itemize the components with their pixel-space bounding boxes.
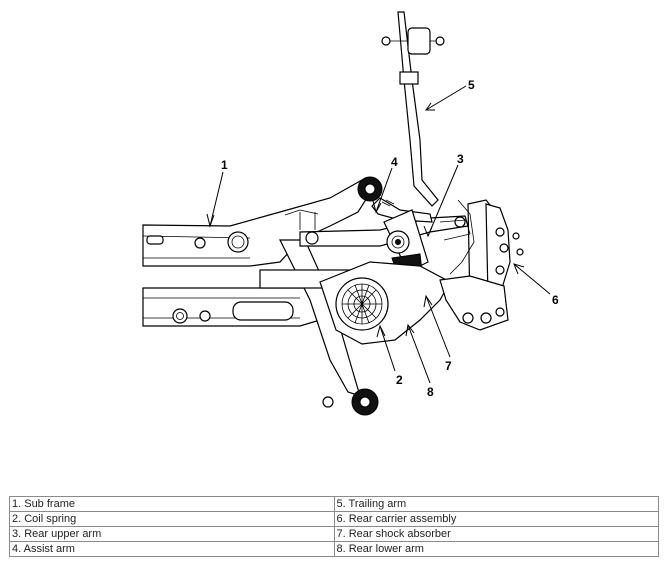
callout-8: 8 [427,385,434,399]
upper-mount-bushing [357,176,383,202]
coil-spring [335,277,389,331]
assist-arm [371,197,433,223]
legend-row: 3. Rear upper arm 7. Rear shock absorber [9,526,659,542]
legend-item-coil-spring: 2. Coil spring [9,511,335,527]
legend-item-sub-frame: 1. Sub frame [9,496,335,512]
trailing-arm [381,11,445,207]
legend-item-rear-carrier-assembly: 6. Rear carrier assembly [333,511,659,527]
legend-item-rear-upper-arm: 3. Rear upper arm [9,526,335,542]
legend-row: 2. Coil spring 6. Rear carrier assembly [9,511,659,527]
callout-6: 6 [552,293,559,307]
sub-frame [142,179,373,408]
rear-suspension-diagram: 1 2 3 4 5 6 7 8 [142,11,559,416]
lower-mount-bushing [351,388,379,416]
leader-lines [206,85,551,384]
legend-row: 1. Sub frame 5. Trailing arm [9,496,659,512]
parts-legend-table: 1. Sub frame 5. Trailing arm 2. Coil spr… [9,496,659,557]
callout-2: 2 [396,373,403,387]
legend-item-rear-shock-absorber: 7. Rear shock absorber [333,526,659,542]
callout-7: 7 [445,359,452,373]
callout-1: 1 [221,158,228,172]
callout-4: 4 [391,155,398,169]
callout-3: 3 [457,152,464,166]
legend-row: 4. Assist arm 8. Rear lower arm [9,541,659,557]
rear-carrier-assembly [439,199,524,331]
legend-item-assist-arm: 4. Assist arm [9,541,335,557]
callout-5: 5 [468,78,475,92]
legend-item-rear-lower-arm: 8. Rear lower arm [333,541,659,557]
legend-item-trailing-arm: 5. Trailing arm [333,496,659,512]
